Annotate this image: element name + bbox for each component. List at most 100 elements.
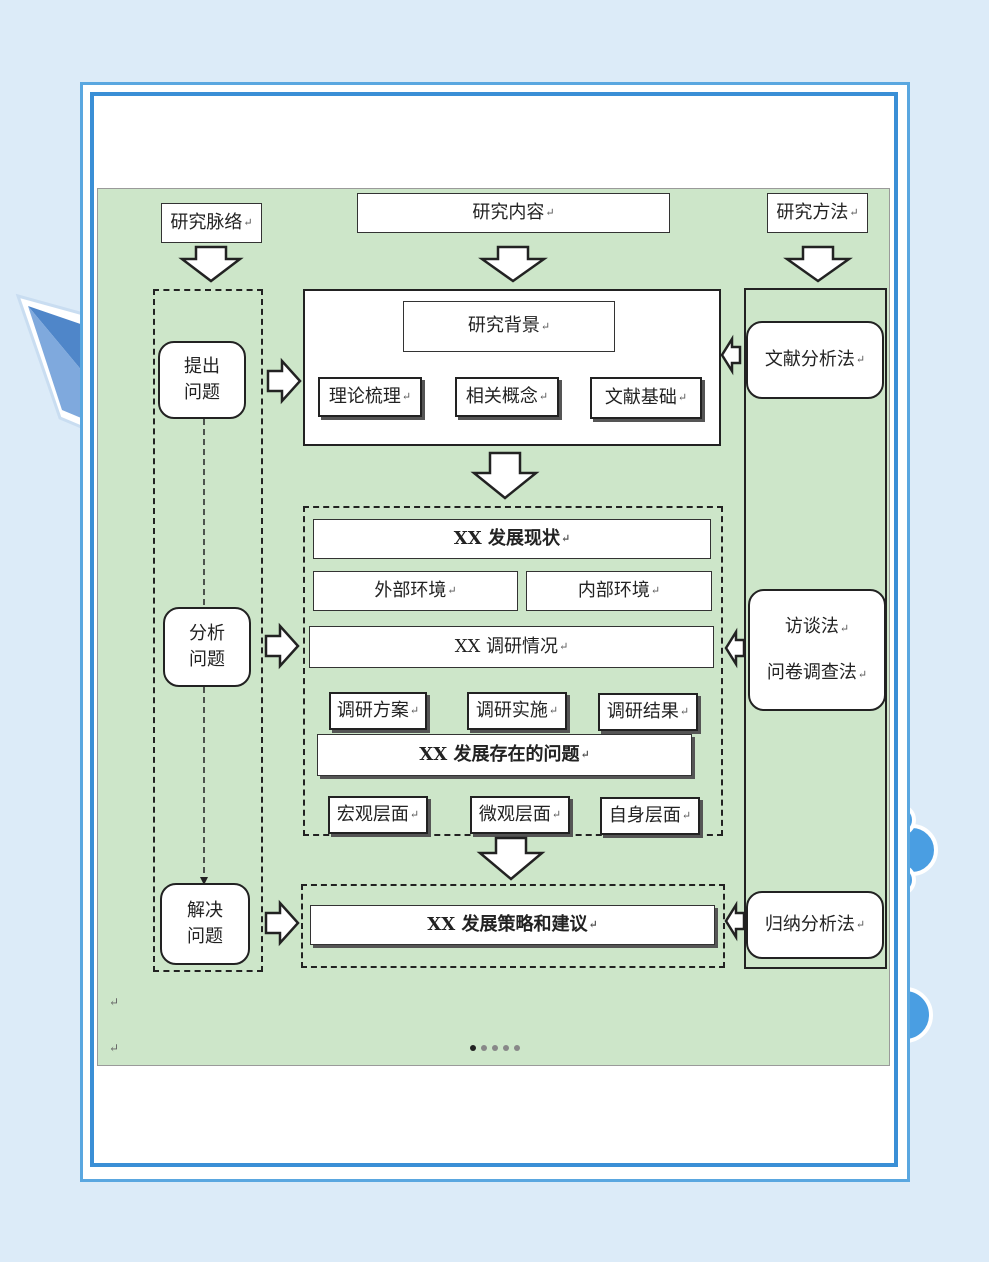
page-dot[interactable]	[481, 1045, 487, 1051]
page-dot[interactable]	[503, 1045, 509, 1051]
para-mark: ↵	[540, 319, 551, 333]
arrow-left-inductive	[724, 900, 746, 942]
para-mark: ↵	[650, 584, 661, 598]
method-literature-text: 文献分析法	[764, 348, 855, 370]
para-mark: ↵	[538, 390, 549, 404]
stage-raise-text: 提出 问题	[184, 355, 220, 403]
arrow-right-analyze	[264, 622, 300, 670]
stage-solve-problem: 解决 问题	[160, 883, 250, 965]
method-inductive: 归纳分析法↵	[746, 891, 884, 959]
background-item-literature: 文献基础↵	[590, 377, 702, 419]
strategy-box: XX 发展策略和建议↵	[310, 905, 715, 945]
survey-item-implementation: 调研实施↵	[467, 692, 567, 730]
para-mark: ↵	[409, 704, 420, 718]
method-questionnaire: 问卷调查法↵	[767, 660, 867, 686]
arrow-left-interview	[724, 627, 746, 669]
strategy-text: XX 发展策略和建议	[427, 913, 588, 935]
page-indicator[interactable]	[470, 1045, 520, 1051]
method-interview-text: 访谈法	[784, 615, 839, 637]
background-item-text: 理论梳理	[328, 385, 401, 407]
level-macro: 宏观层面↵	[328, 796, 428, 834]
arrows-layer	[178, 245, 853, 947]
analysis-env-internal: 内部环境↵	[526, 571, 712, 611]
method-inductive-text: 归纳分析法	[764, 913, 855, 935]
para-mark: ↵	[409, 808, 420, 822]
page-dot[interactable]	[492, 1045, 498, 1051]
para-mark: ↵	[855, 353, 866, 367]
stage-solve-text: 解决 问题	[187, 899, 223, 947]
method-questionnaire-text: 问卷调查法	[766, 662, 857, 683]
page-dot[interactable]	[470, 1045, 476, 1051]
level-text: 自身层面	[608, 804, 681, 826]
para-mark: ↵	[857, 668, 868, 681]
para-mark: ↵	[401, 390, 412, 404]
level-text: 微观层面	[478, 803, 551, 825]
para-mark: ↵	[545, 206, 555, 220]
para-mark-bottom-1: ↵	[109, 995, 120, 1009]
survey-item-results: 调研结果↵	[598, 693, 698, 731]
arrow-left-literature	[720, 334, 742, 376]
para-mark-bottom-2: ↵	[109, 1041, 120, 1055]
arrow-right-solve	[264, 899, 300, 947]
para-mark: ↵	[447, 584, 457, 598]
analysis-survey: XX 调研情况↵	[309, 626, 714, 668]
method-literature: 文献分析法↵	[746, 321, 884, 399]
para-mark: ↵	[849, 206, 859, 220]
background-title-text: 研究背景	[467, 315, 540, 337]
arrow-down-content	[478, 245, 548, 283]
background-title: 研究背景↵	[403, 301, 615, 352]
method-interview-questionnaire: 访谈法↵ 问卷调查法↵	[748, 589, 886, 711]
para-mark: ↵	[588, 918, 598, 932]
survey-item-text: 调研方案	[336, 699, 409, 721]
level-micro: 微观层面↵	[470, 796, 570, 834]
header-method-text: 研究方法	[776, 201, 849, 223]
background-item-text: 相关概念	[465, 385, 538, 407]
para-mark: ↵	[548, 704, 559, 718]
method-column	[744, 288, 887, 969]
para-mark: ↵	[839, 621, 850, 635]
para-mark: ↵	[559, 640, 569, 654]
para-mark: ↵	[679, 705, 690, 719]
para-mark: ↵	[681, 809, 692, 823]
background-item-theory: 理论梳理↵	[318, 377, 422, 417]
survey-item-text: 调研实施	[475, 699, 548, 721]
analysis-problems-text: XX 发展存在的问题	[419, 743, 580, 765]
analysis-env-external: 外部环境↵	[313, 571, 518, 611]
stage-raise-problem: 提出 问题	[158, 341, 246, 419]
background-item-concepts: 相关概念↵	[455, 377, 559, 417]
context-column	[153, 289, 263, 972]
header-research-method: 研究方法↵	[767, 193, 868, 233]
analysis-status-text: XX 发展现状	[453, 527, 560, 549]
analysis-status: XX 发展现状↵	[313, 519, 711, 559]
survey-item-plan: 调研方案↵	[329, 692, 427, 730]
background-item-text: 文献基础	[604, 386, 677, 408]
header-context-text: 研究脉络	[170, 211, 243, 233]
analysis-survey-text: XX 调研情况	[454, 635, 559, 657]
level-text: 宏观层面	[336, 803, 409, 825]
arrow-down-method	[783, 245, 853, 283]
analysis-block	[303, 506, 723, 836]
arrow-down-context	[178, 245, 244, 283]
analysis-env-text: 内部环境	[577, 579, 650, 601]
para-mark: ↵	[243, 216, 253, 230]
para-mark: ↵	[551, 808, 562, 822]
level-self: 自身层面↵	[600, 797, 700, 835]
stage-analyze-text: 分析 问题	[189, 622, 225, 670]
analysis-problems: XX 发展存在的问题↵	[317, 734, 692, 776]
arrow-right-raise	[266, 357, 302, 405]
survey-item-text: 调研结果	[606, 700, 679, 722]
method-interview: 访谈法↵	[785, 614, 849, 640]
para-mark: ↵	[855, 918, 866, 932]
arrow-down-analysis	[476, 836, 546, 881]
arrow-down-background	[470, 451, 540, 500]
para-mark: ↵	[560, 532, 571, 546]
page-dot[interactable]	[514, 1045, 520, 1051]
para-mark: ↵	[677, 391, 688, 405]
header-research-content: 研究内容↵	[357, 193, 670, 233]
strategy-block	[301, 884, 725, 968]
header-content-text: 研究内容	[472, 201, 545, 223]
analysis-env-text: 外部环境	[374, 579, 447, 601]
para-mark: ↵	[580, 748, 590, 762]
diagram-canvas: 研究脉络↵ 研究内容↵ 研究方法↵ 提出 问题 分析 问题 解决 问题 研究背景…	[97, 188, 890, 1066]
stage-analyze-problem: 分析 问题	[163, 607, 251, 687]
